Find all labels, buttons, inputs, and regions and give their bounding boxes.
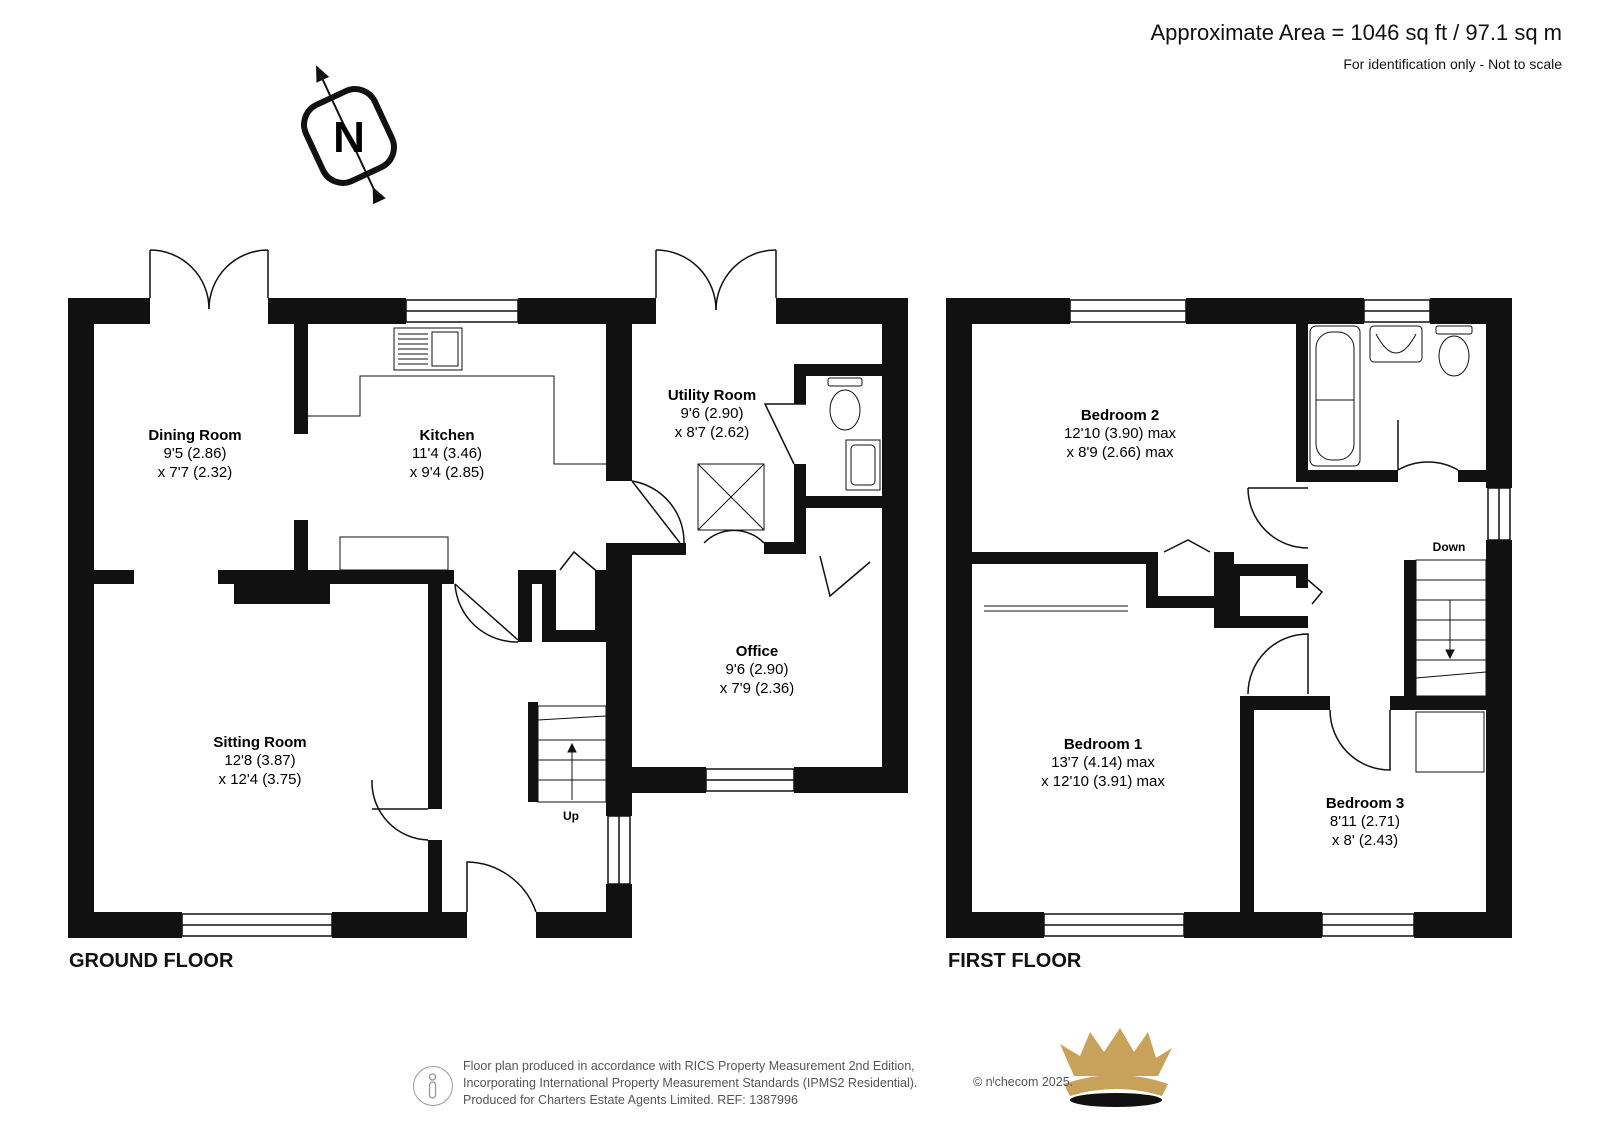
utility-room-dim1: 9'6 (2.90) xyxy=(681,405,744,422)
person-info-icon xyxy=(413,1066,453,1106)
footer-line-1: Floor plan produced in accordance with R… xyxy=(463,1059,915,1073)
kitchen-dim2: x 9'4 (2.85) xyxy=(410,464,485,481)
bedroom-2-dim2: x 8'9 (2.66) max xyxy=(1066,444,1174,461)
bedroom-2-name: Bedroom 2 xyxy=(1081,407,1159,424)
dining-room-dim1: 9'5 (2.86) xyxy=(164,445,227,462)
kitchen-fittings xyxy=(308,327,881,571)
kitchen-dim1: 11'4 (3.46) xyxy=(412,445,482,462)
utility-room-name: Utility Room xyxy=(668,387,756,404)
compass-icon: N xyxy=(301,65,397,205)
copyright-notice: © nˡchecom 2025. xyxy=(973,1075,1074,1089)
sitting-room-dim2: x 12'4 (3.75) xyxy=(219,771,302,788)
bedroom-3-name: Bedroom 3 xyxy=(1326,795,1404,812)
bedroom-1-dim2: x 12'10 (3.91) max xyxy=(1041,773,1165,790)
first-floor-walls xyxy=(946,298,1512,938)
footer-line-2: Incorporating International Property Mea… xyxy=(463,1076,918,1090)
dining-room-dim2: x 7'7 (2.32) xyxy=(158,464,233,481)
first-floor-stairs xyxy=(1415,559,1487,697)
utility-room-dim2: x 8'7 (2.62) xyxy=(675,424,750,441)
office-dim1: 9'6 (2.90) xyxy=(726,661,789,678)
crown-logo-icon xyxy=(1060,1028,1172,1107)
ground-floor-room-labels: Dining Room 9'5 (2.86) x 7'7 (2.32) Kitc… xyxy=(148,387,794,823)
scale-disclaimer: For identification only - Not to scale xyxy=(1343,56,1562,72)
footer-line-3: Produced for Charters Estate Agents Limi… xyxy=(463,1093,798,1107)
compass-letter: N xyxy=(333,113,365,162)
first-floor-windows xyxy=(1043,299,1511,937)
office-dim2: x 7'9 (2.36) xyxy=(720,680,795,697)
bedroom-1-dim1: 13'7 (4.14) max xyxy=(1051,754,1155,771)
dining-room-name: Dining Room xyxy=(148,427,241,444)
approximate-area: Approximate Area = 1046 sq ft / 97.1 sq … xyxy=(1150,20,1562,45)
stairs-down-label: Down xyxy=(1433,540,1466,554)
bathroom-fittings xyxy=(1309,325,1473,467)
ground-floor-doors xyxy=(149,249,871,913)
ground-floor-stairs xyxy=(537,705,607,803)
first-floor-label: FIRST FLOOR xyxy=(948,950,1082,972)
footer-notes: Floor plan produced in accordance with R… xyxy=(463,1058,917,1109)
first-floor-room-labels: Bedroom 2 12'10 (3.90) max x 8'9 (2.66) … xyxy=(1041,407,1465,849)
sitting-room-dim1: 12'8 (3.87) xyxy=(224,752,295,769)
ground-floor-windows xyxy=(181,299,795,937)
stairs-up-label: Up xyxy=(563,809,579,823)
bedroom-1-name: Bedroom 1 xyxy=(1064,736,1142,753)
office-name: Office xyxy=(736,643,779,660)
first-floor-doors xyxy=(984,420,1485,773)
bedroom-3-dim2: x 8' (2.43) xyxy=(1332,832,1398,849)
kitchen-name: Kitchen xyxy=(419,427,474,444)
sitting-room-name: Sitting Room xyxy=(213,734,306,751)
ground-floor-walls xyxy=(68,298,908,938)
ground-floor-label: GROUND FLOOR xyxy=(69,950,234,972)
bedroom-3-dim1: 8'11 (2.71) xyxy=(1330,813,1400,830)
bedroom-2-dim1: 12'10 (3.90) max xyxy=(1064,425,1177,442)
